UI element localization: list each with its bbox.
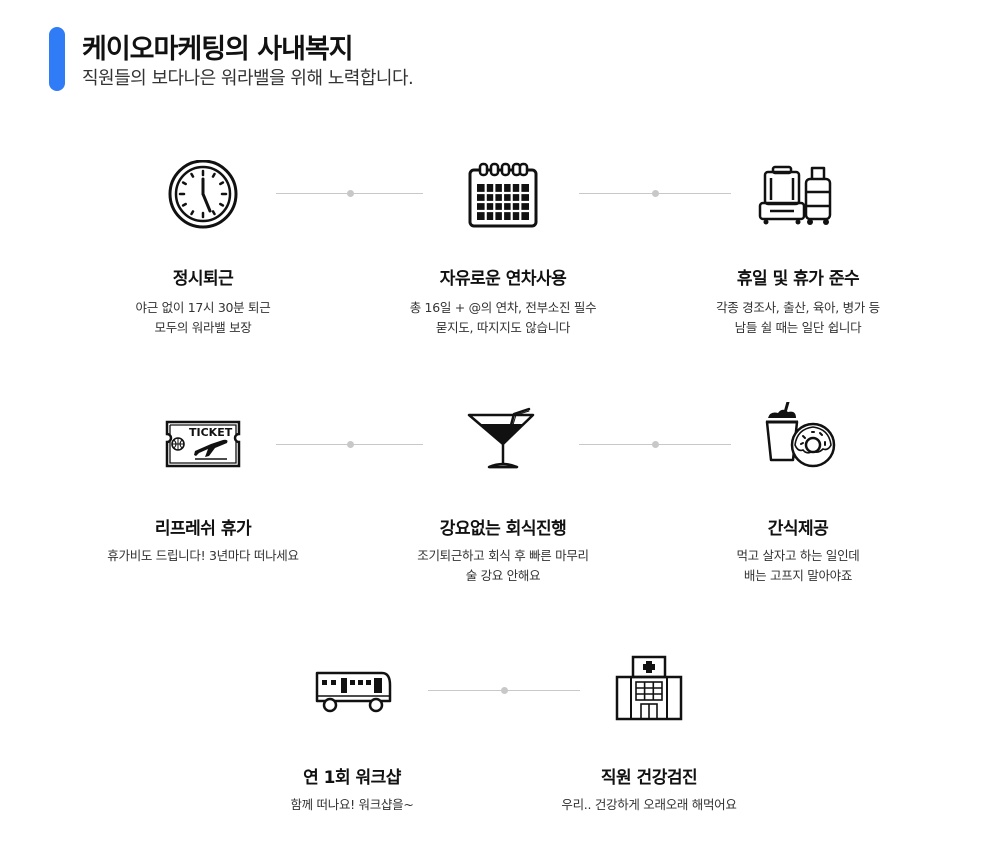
benefit-desc-line: 휴가비도 드립니다! 3년마다 떠나세요 — [107, 548, 299, 563]
benefit-description: 각종 경조사, 출산, 육아, 병가 등 남들 쉴 때는 일단 쉽니다 — [668, 298, 928, 338]
benefit-description: 야근 없이 17시 30분 퇴근 모두의 워라밸 보장 — [73, 298, 333, 338]
benefit-title: 자유로운 연차사용 — [439, 269, 567, 289]
benefit-description: 휴가비도 드립니다! 3년마다 떠나세요 — [73, 546, 333, 566]
calendar-icon — [463, 160, 543, 232]
hospital-icon — [609, 655, 689, 727]
ticket-icon: TICKET — [163, 406, 243, 478]
bus-icon — [312, 655, 392, 727]
snack-icon — [758, 402, 838, 474]
connector-line — [428, 686, 580, 696]
luggage-icon — [758, 160, 838, 232]
page-title: 케이오마케팅의 사내복지 — [82, 34, 354, 65]
benefit-desc-line: 먹고 살자고 하는 일인데 — [736, 548, 860, 563]
ticket-icon-label: TICKET — [189, 426, 233, 439]
benefit-description: 조기퇴근하고 회식 후 빠른 마무리 술 강요 안해요 — [373, 546, 633, 586]
page-subtitle: 직원들의 보다나은 워라밸을 위해 노력합니다. — [82, 68, 414, 89]
connector-line — [579, 440, 731, 450]
benefit-title: 직원 건강검진 — [600, 768, 698, 788]
benefit-title: 리프레쉬 휴가 — [154, 519, 252, 539]
benefit-desc-line: 모두의 워라밸 보장 — [154, 320, 252, 335]
benefit-desc-line: 총 16일 + @의 연차, 전부소진 필수 — [409, 300, 597, 315]
connector-line — [276, 440, 423, 450]
clock-icon — [163, 160, 243, 232]
benefit-title: 정시퇴근 — [172, 269, 234, 289]
benefit-desc-line: 각종 경조사, 출산, 육아, 병가 등 — [716, 300, 880, 315]
benefit-description: 총 16일 + @의 연차, 전부소진 필수 묻지도, 따지지도 않습니다 — [373, 298, 633, 338]
benefit-title: 간식제공 — [767, 519, 829, 539]
connector-line — [276, 189, 423, 199]
benefit-desc-line: 함께 떠나요! 워크샵을~ — [290, 797, 414, 812]
benefit-desc-line: 배는 고프지 말아야죠 — [743, 568, 853, 583]
benefit-desc-line: 술 강요 안해요 — [465, 568, 541, 583]
benefit-desc-line: 야근 없이 17시 30분 퇴근 — [135, 300, 271, 315]
benefit-desc-line: 남들 쉴 때는 일단 쉽니다 — [734, 320, 862, 335]
benefit-title: 강요없는 회식진행 — [439, 519, 567, 539]
cocktail-icon — [463, 406, 543, 478]
benefit-desc-line: 조기퇴근하고 회식 후 빠른 마무리 — [417, 548, 589, 563]
benefit-description: 우리.. 건강하게 오래오래 해먹어요 — [519, 795, 779, 815]
benefit-description: 먹고 살자고 하는 일인데 배는 고프지 말아야죠 — [668, 546, 928, 586]
benefit-description: 함께 떠나요! 워크샵을~ — [222, 795, 482, 815]
header-accent-bar — [49, 27, 65, 91]
benefit-title: 휴일 및 휴가 준수 — [736, 269, 860, 289]
benefit-title: 연 1회 워크샵 — [303, 768, 401, 788]
benefit-desc-line: 묻지도, 따지지도 않습니다 — [435, 320, 571, 335]
benefit-desc-line: 우리.. 건강하게 오래오래 해먹어요 — [561, 797, 737, 812]
connector-line — [579, 189, 731, 199]
